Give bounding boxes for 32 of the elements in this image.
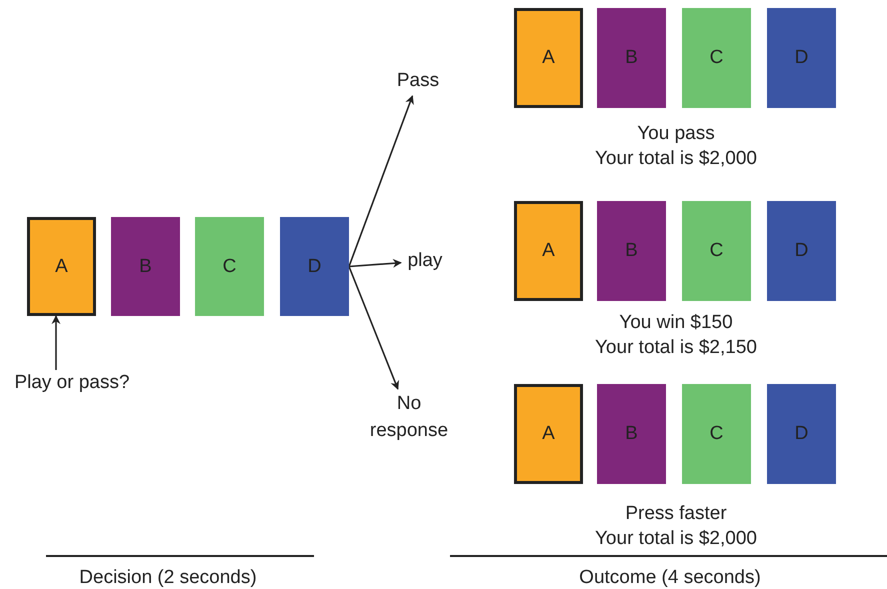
arrow [348,95,414,267]
option-card: A [27,217,96,316]
feedback-text: Your total is $2,150 [594,336,758,360]
response-label: Play or pass? [4,370,140,396]
feedback-text: You pass [636,122,716,146]
feedback-text: Press faster [624,502,728,526]
option-card: B [597,8,666,108]
option-card: B [597,384,666,484]
option-card: B [597,201,666,301]
feedback-text: Your total is $2,000 [594,147,758,171]
arrow [52,315,60,370]
option-card: A [514,384,583,484]
option-card: C [682,384,751,484]
option-card: D [767,384,836,484]
option-card: D [767,201,836,301]
option-card: A [514,8,583,108]
feedback-text: Your total is $2,000 [594,527,758,551]
arrow [348,266,400,390]
option-card: D [767,8,836,108]
option-card: C [195,217,264,316]
option-card: C [682,8,751,108]
response-label: No response [362,391,456,443]
response-label: play [403,248,447,274]
arrow [348,258,402,268]
phase-label: Outcome (4 seconds) [578,566,762,589]
response-label: Pass [392,68,444,94]
option-card: C [682,201,751,301]
option-card: D [280,217,349,316]
option-card: A [514,201,583,301]
option-card: B [111,217,180,316]
phase-label: Decision (2 seconds) [78,566,258,589]
feedback-text: You win $150 [618,311,734,335]
